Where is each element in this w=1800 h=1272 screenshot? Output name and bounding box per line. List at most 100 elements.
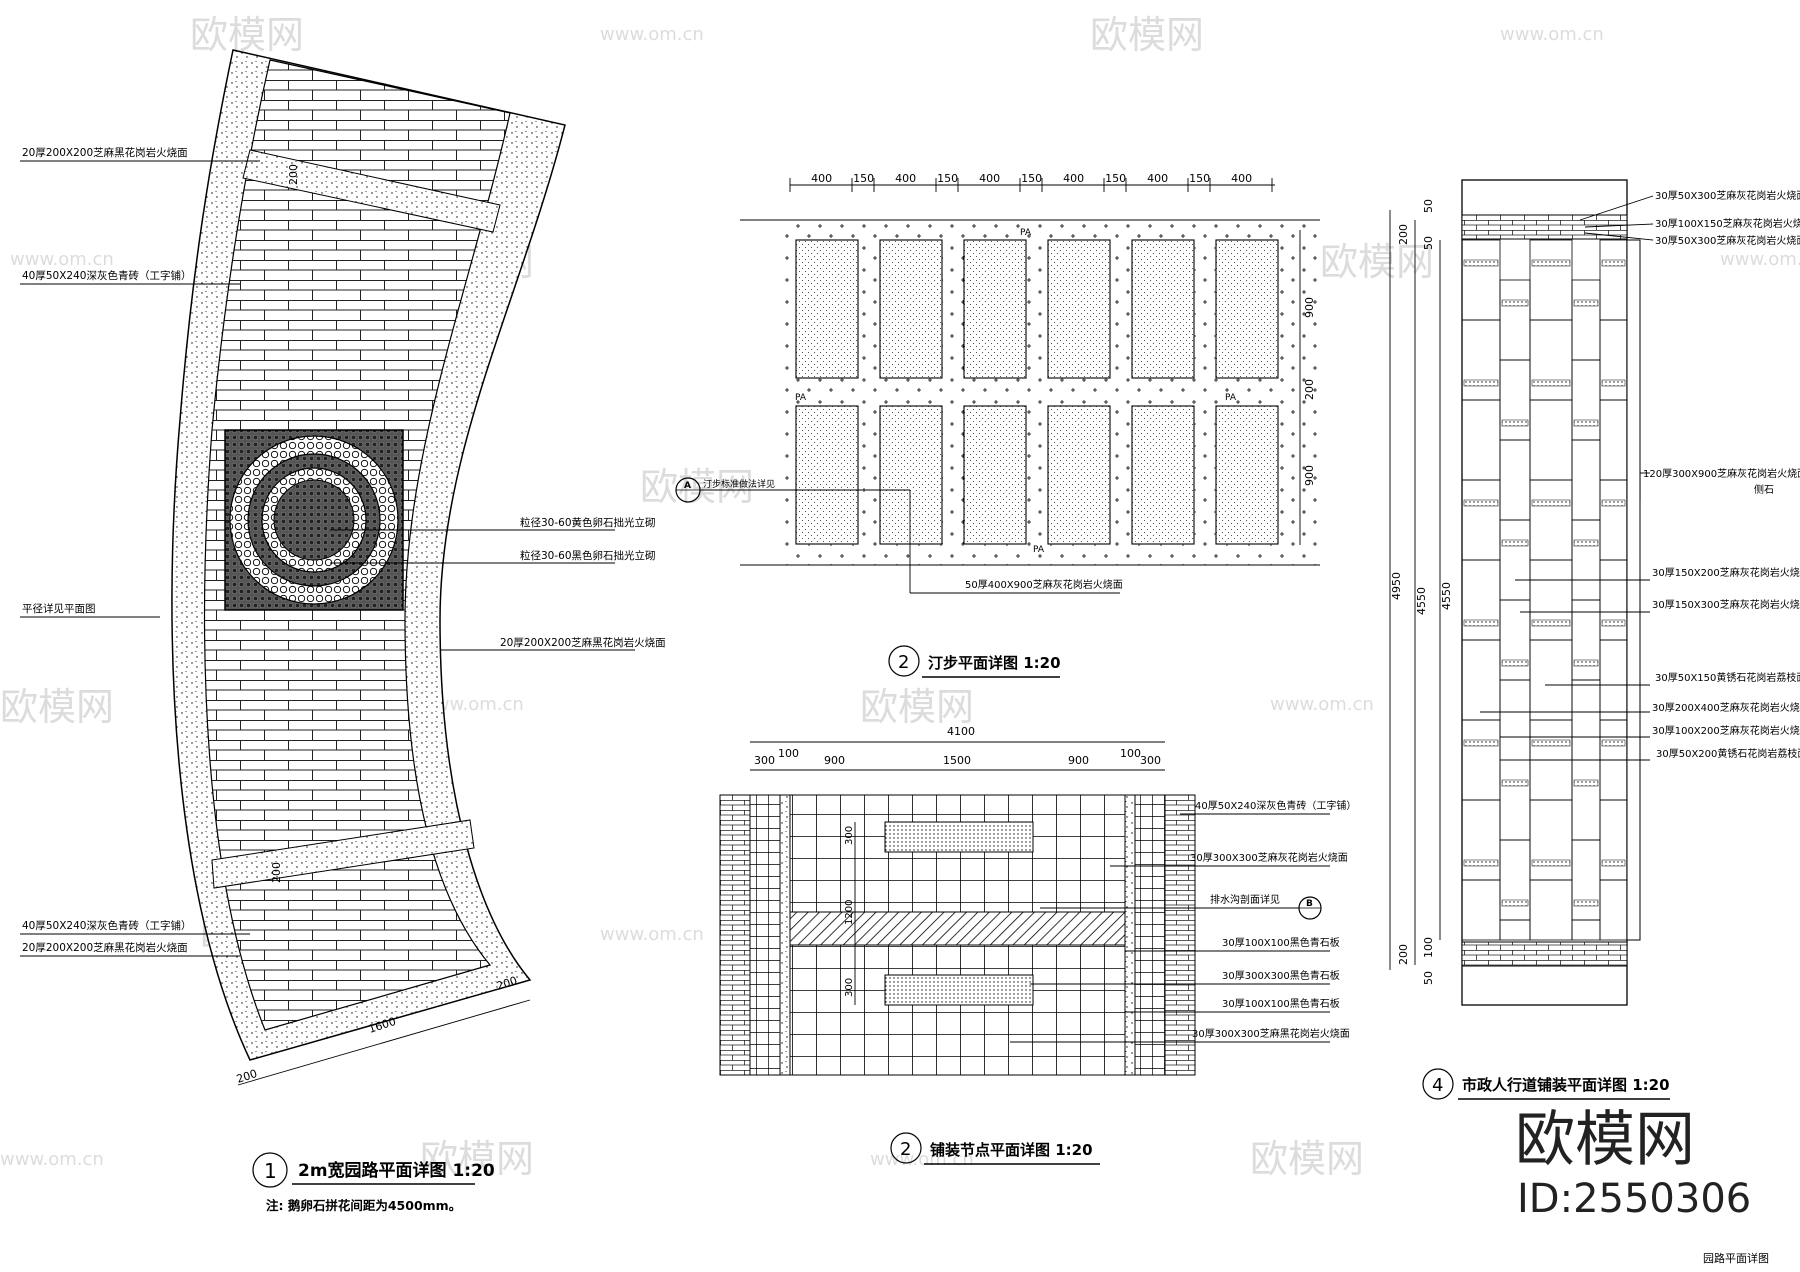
watermark-brand: 欧模网 (860, 685, 974, 729)
detail1-note: 注: 鹅卵石拼花间距为4500mm。 (266, 1198, 461, 1213)
watermark-brand: 欧模网 (640, 465, 754, 509)
stepping-stone (1131, 405, 1195, 545)
label-d4-9: 30厚200X400芝麻灰花岗岩火烧面 (1652, 701, 1800, 714)
dim-d2b-1: 300 (754, 754, 775, 767)
detail1-number-circle (252, 1152, 288, 1188)
detail1-path-plan: 20厚200X200芝麻黑花岗岩火烧面 40厚50X240深灰色青砖（工字铺） … (20, 49, 666, 1213)
detail2b-title: 铺装节点平面详图 1:20 (930, 1141, 1093, 1159)
label-d4-8: 30厚50X150黄锈石花岗岩荔枝面 (1655, 671, 1800, 684)
label-d1-3: 粒径30-60黄色卵石拙光立砌 (520, 516, 656, 529)
sidewalk-accent (1531, 499, 1571, 507)
dim-d2b-total: 4100 (947, 725, 975, 738)
dim-d2a-top: 150 (1021, 172, 1042, 185)
label-d1-5: 平径详见平面图 (22, 602, 96, 615)
label-d2b-5: 30厚300X300黑色青石板 (1222, 969, 1340, 982)
d2b-strip-top (884, 821, 1034, 853)
dim-d4-4: 200 (1397, 224, 1410, 245)
sidewalk-accent (1601, 739, 1626, 747)
dim-d2a-top: 150 (937, 172, 958, 185)
detail2b-number-circle (890, 1132, 922, 1164)
sidewalk-accent (1531, 259, 1571, 267)
sidewalk-accent (1601, 379, 1626, 387)
dim-d2a-top: 400 (811, 172, 832, 185)
label-d4-7: 30厚150X300芝麻灰花岗岩火烧面 (1652, 598, 1800, 611)
watermark-url: www.om.cn (600, 924, 704, 945)
band-stone-bottom (211, 819, 475, 889)
sidewalk-accent (1531, 859, 1571, 867)
label-d2b-6: 30厚100X100黑色青石板 (1222, 997, 1340, 1010)
detail1-title: 2m宽园路平面详图 1:20 (298, 1160, 495, 1181)
dim-d1-5: 200 (235, 1067, 259, 1086)
watermark-url: www.om.cn (1720, 249, 1800, 270)
label-d1-4: 粒径30-60黑色卵石拙光立砌 (520, 549, 656, 562)
sidewalk-accent (1531, 619, 1571, 627)
watermark-url: www.om.cn (10, 249, 114, 270)
brand-id: ID:2550306 (1517, 1176, 1751, 1222)
stepping-stone (1047, 405, 1111, 545)
dim-d4-8: 100 (1422, 937, 1435, 958)
band-stone-top (242, 149, 501, 233)
sidewalk-accent (1601, 619, 1626, 627)
detail2a-number: 2 (898, 652, 909, 673)
watermark-url: www.om.cn (420, 694, 524, 715)
sidewalk-accent (1463, 859, 1499, 867)
dim-d2b-3: 900 (824, 754, 845, 767)
stepping-stone (963, 405, 1027, 545)
watermark-brand: 欧模网 (1250, 1137, 1364, 1181)
label-d1-2: 40厚50X240深灰色青砖（工字铺） (22, 269, 191, 282)
dim-d2a-top: 150 (853, 172, 874, 185)
label-d2b-1: 40厚50X240深灰色青砖（工字铺） (1195, 799, 1356, 812)
stepping-stone (1047, 239, 1111, 379)
detail4-number: 4 (1432, 1075, 1443, 1096)
label-d1-7: 40厚50X240深灰色青砖（工字铺） (22, 919, 191, 932)
detail2a-number-circle (888, 645, 920, 677)
d2a-bottom-label: 50厚400X900芝麻灰花岗岩火烧面 (965, 578, 1123, 591)
detail2b-paving-node: 4100 300 100 900 1500 900 100 300 300 12… (719, 725, 1356, 1165)
sidewalk-accent (1463, 619, 1499, 627)
sidewalk-accent (1573, 779, 1599, 787)
d2b-border-right (1134, 794, 1166, 1076)
label-d1-6: 20厚200X200芝麻黑花岗岩火烧面 (500, 636, 666, 649)
dim-d1-2: 200 (270, 862, 283, 883)
sidewalk-accent (1501, 419, 1529, 427)
detail2a-title: 汀步平面详图 1:20 (928, 654, 1061, 672)
detail2b-number: 2 (900, 1139, 911, 1160)
callout-a-text: 汀步标准做法详见 (703, 478, 775, 490)
d2b-strip-bottom (884, 974, 1034, 1006)
dim-d2a-top: 400 (1063, 172, 1084, 185)
dim-d2b-5: 900 (1068, 754, 1089, 767)
label-d2b-4: 30厚100X100黑色青石板 (1222, 936, 1340, 949)
dim-d2a-top: 150 (1189, 172, 1210, 185)
sidewalk-accent (1573, 299, 1599, 307)
watermark-brand: 欧模网 (0, 685, 114, 729)
dim-d4-5: 50 (1422, 199, 1435, 213)
sidewalk-band-bottom (1461, 941, 1628, 967)
sidewalk-accent (1463, 259, 1499, 267)
label-d4-6: 30厚150X200芝麻灰花岗岩火烧面 (1652, 566, 1800, 579)
dim-d2a-top: 400 (1231, 172, 1252, 185)
pa-mark: PA (1225, 393, 1237, 403)
dim-d1-1: 200 (287, 164, 300, 185)
dim-d2b-v2: 1200 (844, 900, 855, 925)
sidewalk-accent (1501, 659, 1529, 667)
pa-mark: PA (1033, 545, 1045, 555)
label-d4-5: 侧石 (1754, 483, 1774, 496)
d2b-brick-right (1164, 794, 1196, 1076)
d2b-brick-left (719, 794, 751, 1076)
label-d4-2: 30厚100X150芝麻灰花岗岩火烧面 (1655, 217, 1800, 230)
watermark-brand: 欧模网 (190, 13, 304, 57)
dim-d4-7: 200 (1397, 944, 1410, 965)
sidewalk-accent (1531, 379, 1571, 387)
dim-d2a-r2: 200 (1303, 379, 1316, 400)
label-d1-8: 20厚200X200芝麻黑花岗岩火烧面 (22, 941, 188, 954)
sidewalk-accent (1573, 659, 1599, 667)
label-d1-1: 20厚200X200芝麻黑花岗岩火烧面 (22, 146, 188, 159)
watermark-brand: 欧模网 (1090, 13, 1204, 57)
dim-d4-3: 4550 (1440, 582, 1453, 610)
callout-a-letter: A (684, 481, 691, 491)
stepping-stone (879, 239, 943, 379)
dim-d4-1: 4950 (1390, 572, 1403, 600)
sidewalk-accent (1531, 739, 1571, 747)
